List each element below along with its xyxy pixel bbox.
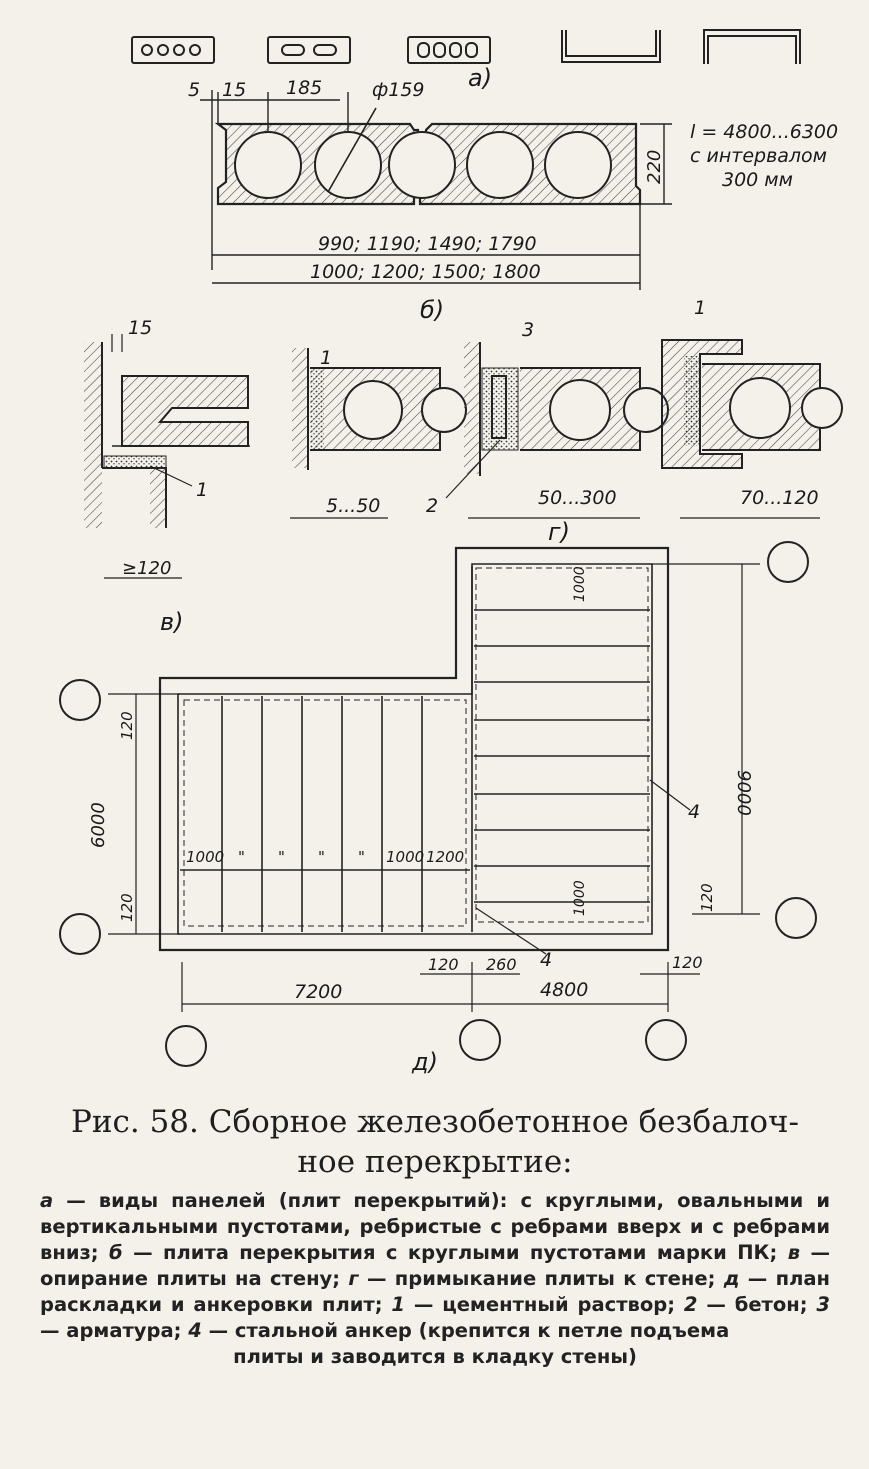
plan-dim-4800: 4800 bbox=[540, 979, 588, 1001]
axis-bubble bbox=[645, 1019, 687, 1061]
legend-num-2: 2 bbox=[683, 1293, 698, 1316]
v-support: ≥120 bbox=[122, 558, 171, 579]
plan-dim-120-bottom: 120 bbox=[428, 955, 459, 974]
dim-diameter: ф159 bbox=[372, 79, 425, 101]
plan-anchor-4-bottom: 4 bbox=[540, 949, 552, 971]
g3-callout-1: 1 bbox=[694, 297, 706, 319]
dim-15: 15 bbox=[222, 79, 246, 101]
g2-callout-3: 3 bbox=[522, 319, 534, 341]
panel-types-a bbox=[131, 29, 801, 64]
technical-drawing: а) 5 15 185 ф159 220 l = 4800...6300 с и… bbox=[59, 29, 843, 1076]
plan-inner-wall bbox=[177, 563, 653, 935]
plan-slab-1000-a: 1000 bbox=[186, 848, 224, 866]
caption-legend: а — виды панелей (плит перекрытий): с кр… bbox=[40, 1188, 830, 1370]
legend-letter-a: а bbox=[40, 1189, 54, 1212]
panel-oval-voids bbox=[267, 36, 351, 64]
g1-range: 5...50 bbox=[326, 495, 380, 517]
panel-ribs-down bbox=[703, 29, 801, 64]
label-d: д) bbox=[411, 1048, 438, 1076]
panel-ribs-up bbox=[561, 30, 661, 63]
dim-5: 5 bbox=[188, 79, 200, 101]
legend-num-3: 3 bbox=[816, 1293, 830, 1316]
axis-bubble bbox=[767, 541, 809, 583]
panel-vertical-voids bbox=[407, 36, 491, 64]
g2-range: 50...300 bbox=[538, 487, 617, 509]
legend-text-b: — плита перекрытия с круглыми пустотами … bbox=[122, 1241, 788, 1264]
detail-v-support bbox=[84, 334, 250, 579]
plan-dim-7200: 7200 bbox=[294, 981, 342, 1003]
axis-bubble bbox=[775, 897, 817, 939]
v-callout-1: 1 bbox=[196, 479, 208, 501]
slab-section-b bbox=[214, 107, 642, 206]
g2-callout-2: 2 bbox=[426, 495, 438, 517]
legend-letter-g: г bbox=[348, 1267, 359, 1290]
legend-num-4: 4 bbox=[188, 1319, 202, 1342]
length-note-3: 300 мм bbox=[722, 169, 793, 191]
dim-185: 185 bbox=[286, 77, 322, 99]
widths-nominal: 1000; 1200; 1500; 1800 bbox=[310, 261, 541, 283]
legend-text-3: — арматура; bbox=[40, 1319, 189, 1342]
axis-bubble bbox=[459, 1019, 501, 1061]
length-note-1: l = 4800...6300 bbox=[690, 121, 838, 143]
legend-text-v: — опирание плиты на стену; bbox=[40, 1241, 830, 1290]
label-a: а) bbox=[468, 64, 492, 92]
axis-bubble bbox=[59, 913, 101, 955]
plan-dim-120-right: 120 bbox=[698, 883, 716, 912]
legend-letter-v: в bbox=[787, 1241, 801, 1264]
legend-text-d: — план раскладки и анкеровки плит; bbox=[40, 1267, 831, 1316]
plan-slab-1000-b: 1000 bbox=[386, 848, 424, 866]
plan-d bbox=[108, 546, 760, 1012]
plan-slab-1000-d: 1000 bbox=[572, 880, 588, 916]
dim-height: 220 bbox=[644, 150, 665, 184]
plan-dim-9000: 9000 bbox=[733, 770, 754, 816]
caption-title-line1: Рис. 58. Сборное железобетонное безбалоч… bbox=[70, 1104, 800, 1140]
grid-axes bbox=[59, 541, 817, 1067]
label-v: в) bbox=[160, 608, 184, 636]
plan-ditto-4: " bbox=[358, 848, 365, 866]
plan-slab-1000-c: 1000 bbox=[572, 566, 588, 602]
v-gap: 15 bbox=[128, 317, 152, 339]
legend-text-2: — бетон; bbox=[697, 1293, 817, 1316]
legend-num-1: 1 bbox=[391, 1293, 405, 1316]
legend-text-4: — стальной анкер (крепится к петле подъе… bbox=[201, 1319, 730, 1342]
plan-ditto-1: " bbox=[238, 848, 245, 866]
panel-round-voids bbox=[131, 36, 215, 64]
plan-outer-wall bbox=[158, 546, 670, 952]
axis-bubble bbox=[165, 1025, 207, 1067]
g1-callout-1: 1 bbox=[320, 347, 332, 369]
legend-text-a: — виды панелей (плит перекрытий): с круг… bbox=[40, 1189, 830, 1264]
legend-text-1: — цементный раствор; bbox=[404, 1293, 684, 1316]
legend-letter-b: б bbox=[109, 1241, 123, 1264]
plan-dim-120-left-bottom: 120 bbox=[118, 893, 136, 922]
legend-text-last: плиты и заводится в кладку стены) bbox=[233, 1345, 637, 1368]
slab-b-dimensions bbox=[200, 90, 672, 290]
caption-title-line2: ное перекрытие: bbox=[297, 1144, 573, 1180]
plan-dim-120-left-top: 120 bbox=[118, 711, 136, 740]
detail-g-abutment bbox=[290, 339, 843, 519]
length-note-2: с интервалом bbox=[690, 145, 827, 167]
plan-ditto-3: " bbox=[318, 848, 325, 866]
plan-dim-120-bottom-right: 120 bbox=[672, 953, 703, 972]
widths-work: 990; 1190; 1490; 1790 bbox=[318, 233, 537, 255]
label-g: г) bbox=[548, 518, 570, 546]
plan-ditto-2: " bbox=[278, 848, 285, 866]
caption-title: Рис. 58. Сборное железобетонное безбалоч… bbox=[40, 1102, 830, 1182]
label-b: б) bbox=[420, 296, 444, 324]
plan-dim-260: 260 bbox=[486, 955, 517, 974]
plan-dim-6000: 6000 bbox=[88, 802, 109, 848]
legend-text-g: — примыкание плиты к стене; bbox=[358, 1267, 724, 1290]
g3-range: 70...120 bbox=[740, 487, 819, 509]
plan-slab-1200: 1200 bbox=[426, 848, 464, 866]
figure-caption: Рис. 58. Сборное железобетонное безбалоч… bbox=[40, 1102, 830, 1370]
plan-anchor-4-right: 4 bbox=[688, 801, 700, 823]
axis-bubble bbox=[59, 679, 101, 721]
legend-letter-d: д bbox=[723, 1267, 740, 1290]
